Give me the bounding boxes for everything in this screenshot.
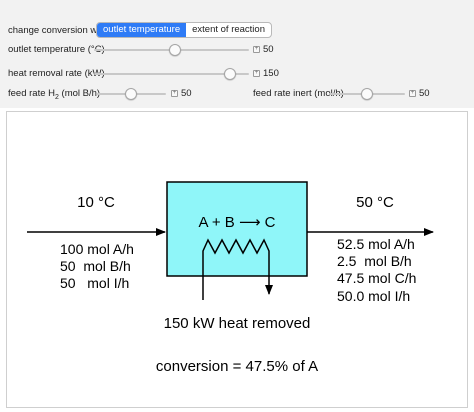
outlet-flow-c: 47.5 mol C/h [337,270,416,286]
inlet-temperature: 10 °C [77,194,115,211]
heat-removal-slider[interactable] [94,68,249,80]
slider-thumb[interactable] [224,68,237,80]
feed-h2-value: 50 [181,88,192,99]
heat-removed-text: 150 kW heat removed [164,315,311,332]
feed-h2-label: feed rate H2 (mol B/h) [8,88,100,101]
heat-removal-value: 150 [263,68,279,79]
feed-h2-label-prefix: feed rate H [8,88,55,99]
slider-thumb[interactable] [168,44,181,56]
extent-of-reaction-option[interactable]: extent of reaction [192,24,265,35]
inlet-flow-b: 50 mol B/h [60,258,131,274]
slider-thumb[interactable] [361,88,373,100]
reaction-equation: A + B ⟶ C [199,214,276,231]
inlet-flow-i: 50 mol I/h [60,275,129,291]
feed-inert-value: 50 [419,88,430,99]
feed-inert-slider[interactable] [329,88,405,100]
reactor-vessel [166,181,308,277]
outlet-flow-a: 52.5 mol A/h [337,236,415,252]
conversion-mode-toggle: outlet temperature extent of reaction [96,22,272,38]
heat-removal-label: heat removal rate (kW) [8,68,105,79]
outlet-temperature-option[interactable]: outlet temperature [97,23,187,37]
feed-inert-label: feed rate inert (mol/h) [253,88,344,99]
expand-plus-icon[interactable]: + [253,70,260,77]
conversion-text: conversion = 47.5% of A [156,358,318,375]
feed-h2-label-suffix: (mol B/h) [58,88,101,99]
control-panel: change conversion with: outlet temperatu… [0,0,474,108]
conversion-mode-label: change conversion with: [8,25,110,36]
outlet-flow-i: 50.0 mol I/h [337,288,410,304]
heat-exchanger-coil [202,238,273,300]
expand-plus-icon[interactable]: + [253,46,260,53]
outlet-temperature-value: 50 [263,44,274,55]
reactor-diagram: 10 °C 50 °C A + B ⟶ C 100 mol A/h 50 mol… [6,111,468,408]
outlet-flow-b: 2.5 mol B/h [337,253,412,269]
expand-plus-icon[interactable]: + [409,90,416,97]
feed-h2-label-subscript: 2 [55,93,59,101]
outlet-temperature-slider[interactable] [94,44,249,56]
reactor-diagram-svg: 10 °C 50 °C A + B ⟶ C 100 mol A/h 50 mol… [27,181,434,375]
slider-track [94,73,249,75]
inlet-flow-a: 100 mol A/h [60,241,134,257]
slider-thumb[interactable] [125,88,137,100]
outlet-temperature-label: outlet temperature (°C) [8,44,105,55]
expand-plus-icon[interactable]: + [171,90,178,97]
feed-h2-slider[interactable] [96,88,166,100]
outlet-temperature: 50 °C [356,194,394,211]
